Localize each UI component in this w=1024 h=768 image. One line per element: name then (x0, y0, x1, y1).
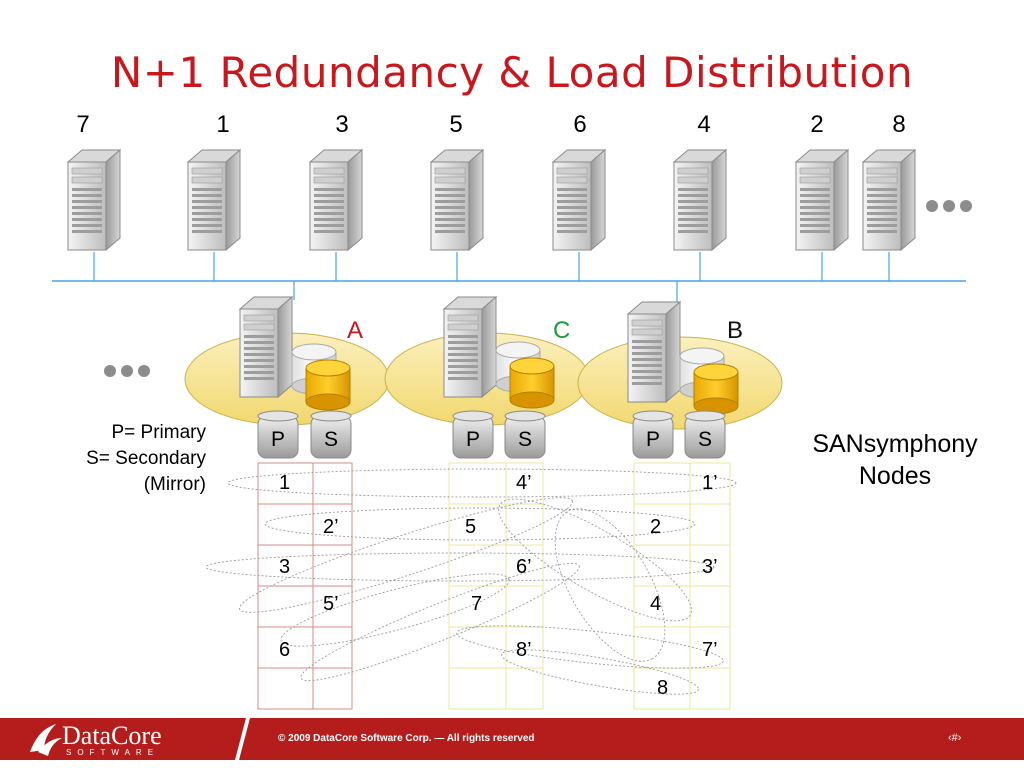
host-number: 4 (697, 111, 711, 138)
more-hosts-dots-icon (926, 200, 972, 212)
more-nodes-dots-icon (104, 365, 150, 377)
grid-cell: 8’ (516, 639, 532, 661)
primary-tab-label: P (645, 428, 660, 451)
host-number: 1 (216, 111, 230, 138)
host-number: 8 (892, 111, 906, 138)
host-number: 2 (810, 111, 824, 138)
host-number: 5 (449, 111, 463, 138)
legend-mirror: (Mirror) (143, 474, 206, 495)
host-number: 7 (76, 111, 90, 138)
primary-tab-label: P (270, 428, 285, 451)
host-server-2 (187, 149, 241, 281)
node-a-label: A (347, 317, 364, 344)
host-number: 3 (335, 111, 349, 138)
node-c-disks (495, 341, 555, 409)
host-server-3 (309, 149, 363, 281)
node-b-label: B (727, 317, 744, 344)
host-number: 6 (573, 111, 587, 138)
mirror-pair-loops (205, 468, 737, 695)
sansymphony-label: SANsymphony Nodes (800, 428, 990, 492)
sansymphony-line-2: Nodes (858, 462, 932, 490)
grid-cell: 5 (465, 516, 477, 538)
sansymphony-line-1: SANsymphony (812, 430, 978, 458)
host-server-1 (67, 149, 121, 281)
secondary-tab-label: S (517, 428, 532, 451)
grid-cell: 5’ (323, 593, 339, 615)
host-server-5 (552, 149, 606, 281)
copyright-text: © 2009 DataCore Software Corp. — All rig… (278, 733, 535, 744)
grid-node-a (257, 462, 353, 710)
grid-cell: 2’ (323, 516, 339, 538)
slide-title: N+1 Redundancy & Load Distribution (110, 48, 914, 97)
datacore-logo-icon (30, 724, 62, 756)
grid-cell: 1 (279, 472, 291, 494)
node-a-server (239, 296, 293, 398)
primary-tab-label: P (465, 428, 480, 451)
grid-node-c (448, 462, 544, 710)
host-server-6 (673, 149, 727, 281)
grid-node-b (633, 462, 731, 710)
grid-cell: 4’ (516, 472, 532, 494)
secondary-tab-label: S (323, 428, 338, 451)
grid-cell: 7’ (702, 639, 718, 661)
grid-cell: 3 (279, 556, 291, 578)
host-server-8 (862, 149, 916, 281)
page-number: ‹#› (948, 732, 962, 744)
legend-primary: P= Primary (111, 422, 207, 443)
grid-cell: 2 (650, 516, 662, 538)
grid-cell: 1’ (702, 472, 718, 494)
node-b-disks (679, 347, 739, 415)
node-c-server (443, 296, 497, 398)
legend-secondary: S= Secondary (86, 448, 206, 469)
grid-cell: 8 (657, 677, 669, 699)
legend: P= Primary S= Secondary (Mirror) (86, 420, 206, 498)
datacore-logo: DataCore (62, 721, 162, 750)
grid-cell: 3’ (702, 556, 718, 578)
node-a-disks (291, 343, 351, 411)
secondary-tab-label: S (697, 428, 712, 451)
datacore-logo-subtitle: SOFTWARE (66, 748, 160, 757)
grid-cell: 6’ (516, 556, 532, 578)
footer-bar (0, 718, 1024, 760)
grid-cell: 4 (650, 593, 662, 615)
grid-cell: 6 (279, 639, 291, 661)
node-c-label: C (553, 317, 571, 344)
host-server-4 (430, 149, 484, 281)
ps-tabs (257, 410, 726, 459)
grid-cell: 7 (471, 593, 483, 615)
host-server-7 (795, 149, 849, 281)
node-b-server (627, 301, 681, 403)
